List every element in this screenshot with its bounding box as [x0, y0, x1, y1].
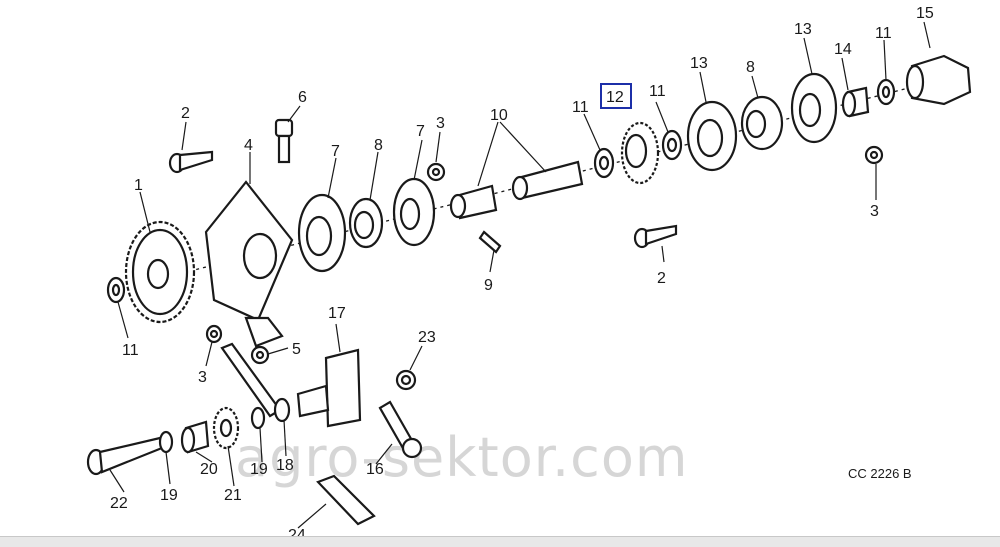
label-23: 23: [418, 329, 436, 346]
label-10: 10: [490, 107, 508, 124]
label-13-a: 13: [690, 55, 708, 72]
label-17: 17: [328, 305, 346, 322]
label-4: 4: [244, 137, 253, 154]
label-20: 20: [200, 461, 218, 478]
label-11-d: 11: [122, 342, 139, 359]
label-21: 21: [224, 487, 242, 504]
bolt-vertical: [274, 118, 294, 164]
washer-right: [876, 78, 896, 106]
washer-left: [106, 276, 126, 304]
nut-lower-right: [864, 145, 884, 165]
drawing-code: CC 2226 B: [848, 466, 912, 481]
highlight-box-12: [600, 83, 632, 109]
flange-left: [297, 193, 347, 273]
flange-right: [392, 177, 436, 247]
bolt-upper-left: [168, 150, 214, 174]
washer-18: [273, 397, 291, 423]
label-11-b: 11: [649, 83, 666, 100]
tension-bracket: [324, 348, 362, 428]
bolt-22: [86, 436, 164, 476]
label-12-highlighted[interactable]: 12: [606, 89, 624, 106]
label-18: 18: [276, 457, 294, 474]
bolt-16: [378, 400, 423, 459]
bevel-gear: [905, 54, 972, 106]
pin: [478, 230, 502, 254]
plate-24: [316, 474, 376, 526]
bearing-left: [348, 197, 384, 249]
label-8-left: 8: [374, 137, 383, 154]
label-3-lower: 3: [198, 369, 207, 386]
washer-mid-left: [593, 147, 615, 179]
label-7-left: 7: [331, 143, 340, 160]
sprocket-small: [620, 121, 660, 185]
label-7-right: 7: [416, 123, 425, 140]
window-bottom-edge: [0, 536, 1000, 547]
flange-housing-right: [790, 72, 838, 144]
bracket-hole: [242, 232, 278, 280]
nut-lower-5: [250, 345, 270, 365]
idler-sprocket: [212, 406, 240, 450]
nut-lower-left: [205, 324, 223, 344]
label-3-upper: 3: [436, 115, 445, 132]
nut-small-upper: [426, 162, 446, 182]
label-16: 16: [366, 461, 384, 478]
bracket-tab: [244, 316, 284, 348]
leader-lines: [109, 21, 931, 529]
bolt-right: [633, 224, 678, 249]
bearing-right: [740, 95, 784, 151]
label-6: 6: [298, 89, 307, 106]
label-9: 9: [484, 277, 493, 294]
label-14: 14: [834, 41, 852, 58]
label-2-upper: 2: [181, 105, 190, 122]
label-22: 22: [110, 495, 128, 512]
washer-19a: [158, 430, 174, 454]
label-19-left: 19: [160, 487, 178, 504]
label-19-right: 19: [250, 461, 268, 478]
label-1: 1: [134, 177, 143, 194]
label-13-b: 13: [794, 21, 812, 38]
washer-mid-right: [661, 129, 683, 161]
shaft-segment-b-end: [511, 175, 529, 201]
label-2-right: 2: [657, 270, 666, 287]
label-3-right: 3: [870, 203, 879, 220]
flange-housing-left: [686, 100, 738, 172]
shaft-segment-a-end: [449, 193, 467, 219]
sprocket-large: [124, 220, 196, 324]
sleeve: [841, 86, 870, 118]
bushing: [180, 420, 210, 454]
washer-19b: [250, 406, 266, 430]
shaft-segment-b: [516, 160, 584, 200]
label-8-right: 8: [746, 59, 755, 76]
nut-23: [395, 369, 417, 391]
label-11-a: 11: [572, 99, 589, 116]
watermark-text: agro-sektor.com: [235, 426, 689, 489]
label-5: 5: [292, 341, 301, 358]
label-15: 15: [916, 5, 934, 22]
label-11-c: 11: [875, 25, 892, 42]
tension-bracket-foot: [296, 384, 330, 418]
